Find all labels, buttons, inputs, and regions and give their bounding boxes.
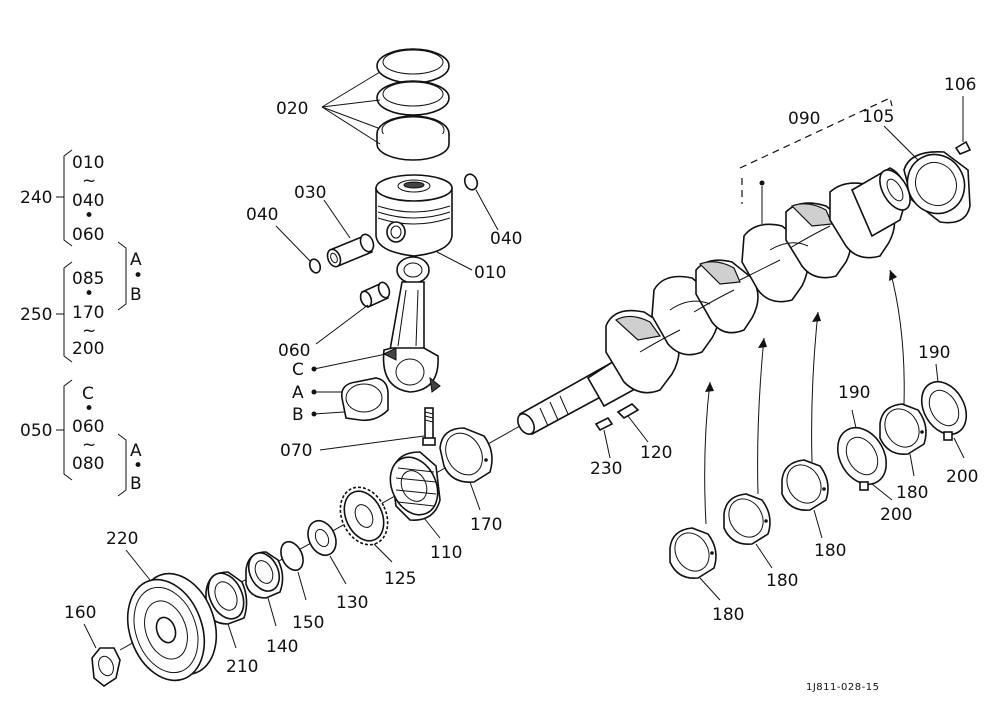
label-110: 110 (430, 543, 462, 563)
group-050-sub-2: • (133, 456, 143, 476)
group-240-item-1: 010 (72, 153, 104, 173)
crank-gear (389, 451, 441, 521)
label-180-b: 180 (766, 571, 798, 591)
conrod-bolt (422, 407, 436, 446)
crank-pulley (126, 572, 218, 682)
group-240-item-5: 060 (72, 225, 104, 245)
label-210: 210 (226, 657, 258, 677)
label-180-c: 180 (814, 541, 846, 561)
group-050: 050 C • 060 ~ 080 A • B (20, 379, 143, 497)
group-250-item-4: ~ (82, 321, 96, 341)
dowel-pin (954, 140, 972, 155)
label-070: 070 (280, 441, 312, 461)
group-250-item-1: 085 (72, 269, 104, 289)
label-180-a: 180 (712, 605, 744, 625)
key-120 (616, 403, 640, 419)
label-130: 130 (336, 593, 368, 613)
group-050-label: 050 (20, 421, 52, 441)
connecting-rod (382, 256, 441, 393)
label-060: 060 (278, 341, 310, 361)
group-240-item-4: • (84, 206, 94, 226)
label-220: 220 (106, 529, 138, 549)
label-030: 030 (294, 183, 326, 203)
pulley-nut (91, 647, 121, 687)
group-250-sub-2: • (133, 266, 143, 286)
piston-pin (326, 233, 375, 268)
key-230 (594, 416, 614, 432)
conrod-bearing (340, 377, 389, 422)
thrust-washer-1 (836, 426, 888, 491)
main-bearing-1 (669, 527, 717, 579)
collar-140 (245, 551, 284, 599)
circlip-left (308, 258, 322, 274)
group-050-item-1: C (82, 384, 94, 404)
group-050-sub-1: A (130, 441, 142, 461)
label-150: 150 (292, 613, 324, 633)
label-090: 090 (788, 109, 820, 129)
label-040-right: 040 (490, 229, 522, 249)
group-250-label: 250 (20, 305, 52, 325)
label-190-a: 190 (838, 383, 870, 403)
main-bearing-2 (723, 493, 771, 545)
crankshaft-assembly-bracket (739, 97, 893, 224)
label-200-b: 200 (946, 467, 978, 487)
label-B: B (292, 405, 304, 425)
label-170: 170 (470, 515, 502, 535)
label-230: 230 (590, 459, 622, 479)
label-106: 106 (944, 75, 976, 95)
label-125: 125 (384, 569, 416, 589)
label-160: 160 (64, 603, 96, 623)
group-250-item-3: 170 (72, 303, 104, 323)
front-bearing-170 (439, 427, 493, 483)
rear-oil-seal-ring (903, 151, 971, 224)
group-050-item-3: 060 (72, 417, 104, 437)
gear-125 (339, 486, 389, 546)
washer-130 (307, 519, 337, 557)
label-180-d: 180 (896, 483, 928, 503)
group-240-item-3: 040 (72, 191, 104, 211)
label-A: A (292, 383, 304, 403)
collar-210 (205, 571, 248, 625)
label-040-left: 040 (246, 205, 278, 225)
crankshaft (517, 167, 911, 436)
group-250-item-2: • (84, 284, 94, 304)
label-120: 120 (640, 443, 672, 463)
group-250-sub-1: A (130, 250, 142, 270)
small-end-bush (359, 281, 391, 309)
main-bearing-4 (879, 403, 927, 455)
group-250: 250 085 • 170 ~ 200 A • B (20, 241, 143, 363)
o-ring-150 (280, 540, 304, 572)
group-050-item-2: • (84, 399, 94, 419)
group-250-item-5: 200 (72, 339, 104, 359)
label-105: 105 (862, 107, 894, 127)
label-C: C (292, 360, 304, 380)
group-050-sub-3: B (130, 474, 142, 494)
main-bearing-3 (781, 459, 829, 511)
group-050-item-4: ~ (82, 435, 96, 455)
piston-rings (376, 48, 450, 161)
piston (375, 174, 453, 257)
group-240: 240 010 ~ 040 • 060 (20, 149, 104, 247)
label-010: 010 (474, 263, 506, 283)
label-140: 140 (266, 637, 298, 657)
ring-leader-lines (321, 71, 381, 145)
label-190-b: 190 (918, 343, 950, 363)
bearing-arrows (704, 269, 905, 525)
group-250-sub-3: B (130, 285, 142, 305)
thrust-washer-2 (920, 380, 968, 441)
circlip-right (463, 173, 479, 191)
group-050-item-5: 080 (72, 454, 104, 474)
group-240-item-2: ~ (82, 171, 96, 191)
label-020: 020 (276, 99, 308, 119)
group-240-label: 240 (20, 188, 52, 208)
label-200-a: 200 (880, 505, 912, 525)
drawing-code: 1J811-028-15 (806, 682, 879, 693)
